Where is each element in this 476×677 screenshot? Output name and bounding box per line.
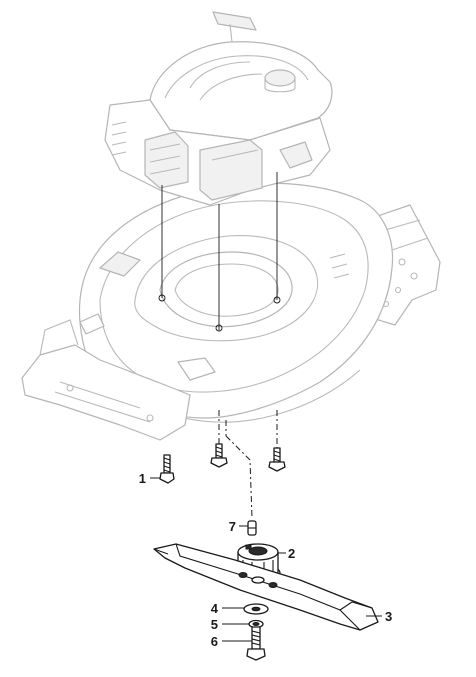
callout-2: 2 [288,546,295,561]
engine [104,11,333,206]
callout-6: 6 [211,634,218,649]
callout-labels: 1 2 3 4 5 6 7 [139,471,392,649]
mower-deck [21,182,441,441]
washer [243,603,269,615]
callout-1: 1 [139,471,146,486]
callout-4: 4 [211,601,219,616]
screw-1-left [159,454,175,484]
screw-1-right [268,447,286,472]
callout-3: 3 [385,609,392,624]
blade-bolt [246,626,266,661]
mounting-guide-lines [158,172,281,519]
blade [153,543,379,631]
screw-1-middle [210,443,228,468]
key [247,520,257,536]
callout-7: 7 [229,519,236,534]
callout-5: 5 [211,617,218,632]
callout-leaders [150,477,382,642]
